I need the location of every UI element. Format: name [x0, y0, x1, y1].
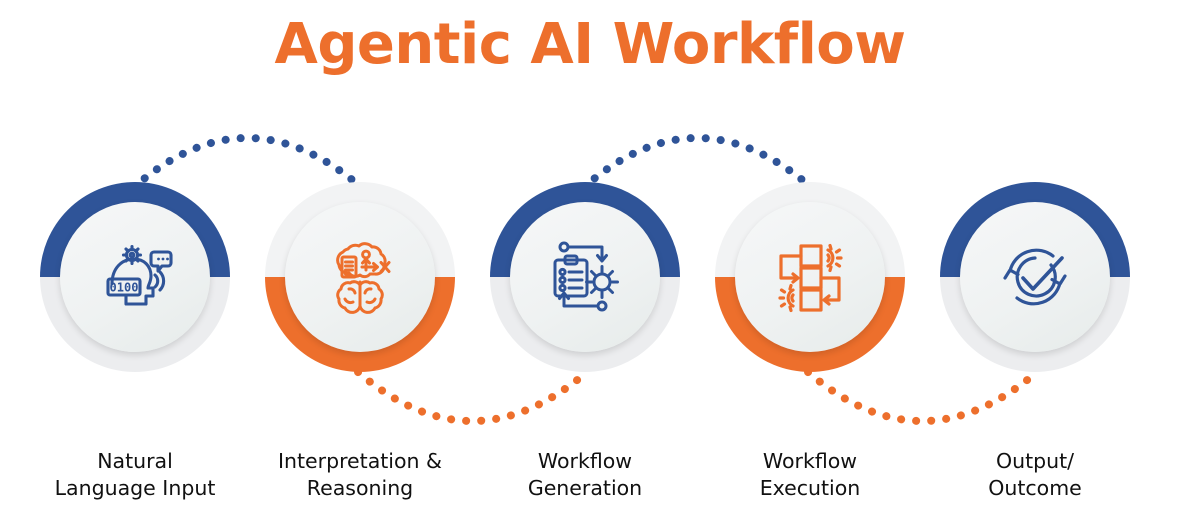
step-disc-2 — [285, 202, 435, 352]
flowchart-gears-icon — [767, 234, 853, 320]
step-label-4: Workflow Execution — [759, 449, 861, 501]
step-node-1[interactable]: 0100 — [40, 182, 230, 372]
step-label-1: Natural Language Input — [54, 449, 216, 501]
step-label-5: Output/ Outcome — [988, 449, 1082, 501]
svg-text:0100: 0100 — [110, 281, 139, 295]
connector-3-4 — [579, 134, 816, 192]
step-node-5[interactable] — [940, 182, 1130, 372]
clipboard-gear-cycle-icon — [542, 234, 628, 320]
step-disc-3 — [510, 202, 660, 352]
step-node-2[interactable] — [265, 182, 455, 372]
connector-4-5 — [804, 368, 1041, 425]
check-circular-arrows-icon — [992, 234, 1078, 320]
step-disc-5 — [960, 202, 1110, 352]
connector-2-3 — [354, 368, 591, 425]
connector-1-2 — [129, 134, 366, 192]
step-disc-1: 0100 — [60, 202, 210, 352]
step-label-2: Interpretation & Reasoning — [277, 449, 443, 501]
step-disc-4 — [735, 202, 885, 352]
brain-thought-cloud-icon — [317, 234, 403, 320]
step-label-3: Workflow Generation — [527, 449, 643, 501]
step-node-3[interactable] — [490, 182, 680, 372]
page-title: Agentic AI Workflow — [274, 12, 906, 77]
step-node-4[interactable] — [715, 182, 905, 372]
head-binary-chat-icon: 0100 — [92, 234, 178, 320]
